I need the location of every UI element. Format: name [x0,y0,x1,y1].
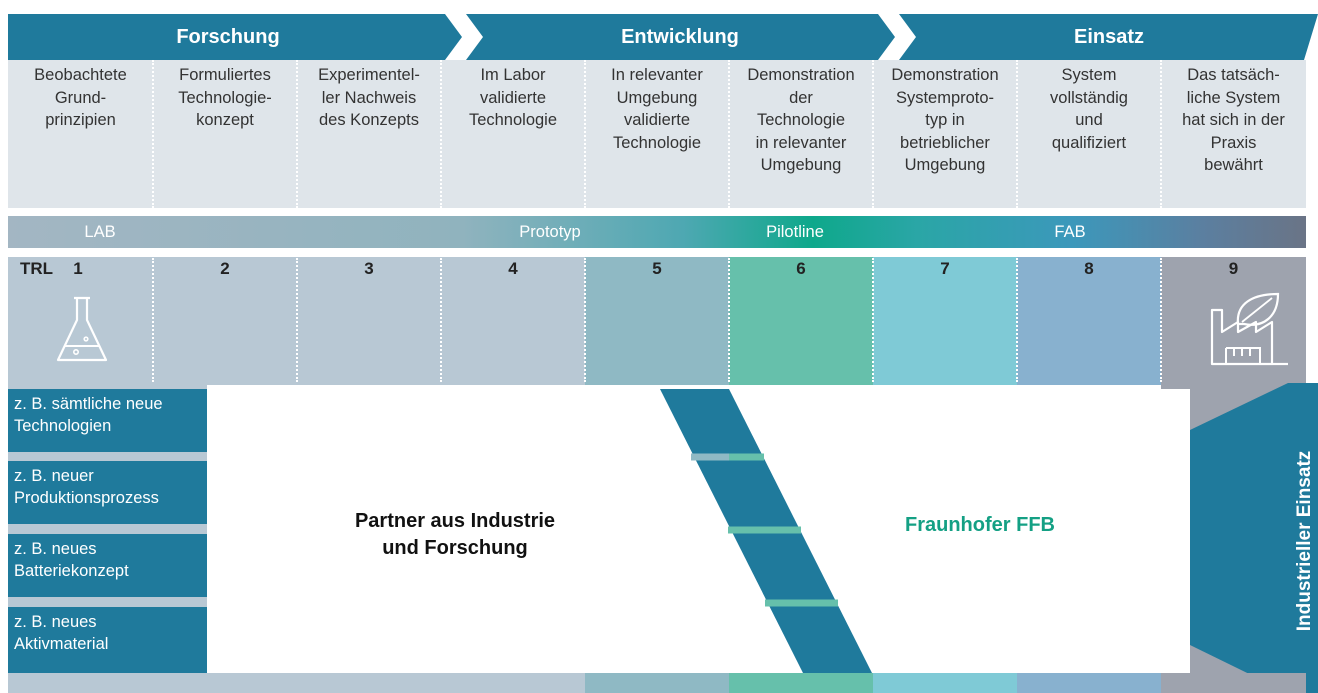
stage-6-text: Demonstration der Technologie in relevan… [747,66,855,175]
trl-divider [1016,258,1018,382]
flask-icon [56,296,108,362]
phase-forschung: Forschung [176,26,280,48]
trl-cell-5 [585,257,729,385]
stage-7-text: Demonstration Systemproto- typ in betrie… [891,66,999,175]
stage-5-text: In relevanter Umgebung validierte Techno… [611,66,703,152]
band-fab: FAB [1054,223,1086,241]
band-lab: LAB [84,223,116,241]
example-production-process: z. B. neuer Produktionsprozess [8,461,207,524]
example-active-material: z. B. neues Aktivmaterial [8,607,207,673]
stage-divider [152,60,154,208]
trl-level-2: 2 [220,259,230,278]
trl-divider [584,258,586,382]
trl-divider [872,258,874,382]
trl-level-3: 3 [364,259,374,278]
trl-divider [1160,258,1162,382]
trl-level-5: 5 [652,259,662,278]
bottom-cell-7 [873,673,1017,693]
stage-divider [728,60,730,208]
maturity-band [8,216,1306,248]
stage-3-text: Experimentel- ler Nachweis des Konzepts [318,66,420,130]
stage-4-text: Im Labor validierte Technologie [468,66,558,130]
stage-description-area [8,60,1306,208]
trl-divider [728,258,730,382]
example-new-technologies: z. B. sämtliche neue Technologien [8,389,207,452]
trl-divider [152,258,154,382]
trl-cell-6 [729,257,873,385]
phase-entwicklung: Entwicklung [621,26,739,48]
stage-1-text: Beobachtete Grund- prinzipien [34,66,127,130]
stage-divider [1160,60,1162,208]
trl-cell-7 [873,257,1017,385]
stage-8-text: System vollständig und qualifiziert [1050,66,1128,152]
trl-level-4: 4 [508,259,518,278]
trl-label: TRL [20,259,54,278]
ffb-text: Fraunhofer FFB [905,514,1055,536]
stage-divider [440,60,442,208]
trl-cell-8 [1017,257,1161,385]
trl-divider [296,258,298,382]
bottom-cell-9 [1161,673,1306,693]
trl-level-7: 7 [940,259,950,278]
trl-level-9: 9 [1228,259,1239,278]
stage-divider [872,60,874,208]
phase-header [8,12,1318,60]
band-prototyp: Prototyp [519,223,581,241]
partner-text: Partner aus Industrie und Forschung [354,510,556,559]
trl-level-6: 6 [796,259,806,278]
phase-einsatz: Einsatz [1073,26,1145,48]
stage-divider [584,60,586,208]
industrial-text: Industrieller Einsatz [1294,450,1315,632]
bottom-cell-1-4 [8,673,585,693]
stage-divider [1016,60,1018,208]
bottom-cell-5 [585,673,729,693]
factory-leaf-icon [1210,292,1288,366]
trl-divider [440,258,442,382]
trl-level-8: 8 [1084,259,1094,278]
bottom-cell-6 [729,673,873,693]
trl-level-1: 1 [73,259,83,278]
example-battery-concept: z. B. neues Batteriekonzept [8,534,207,597]
bottom-cell-8 [1017,673,1161,693]
stage-divider [296,60,298,208]
band-pilotline: Pilotline [766,223,824,241]
stage-9-text: Das tatsäch- liche System hat sich in de… [1182,66,1285,175]
stage-2-text: Formuliertes Technologie- konzept [178,66,272,130]
